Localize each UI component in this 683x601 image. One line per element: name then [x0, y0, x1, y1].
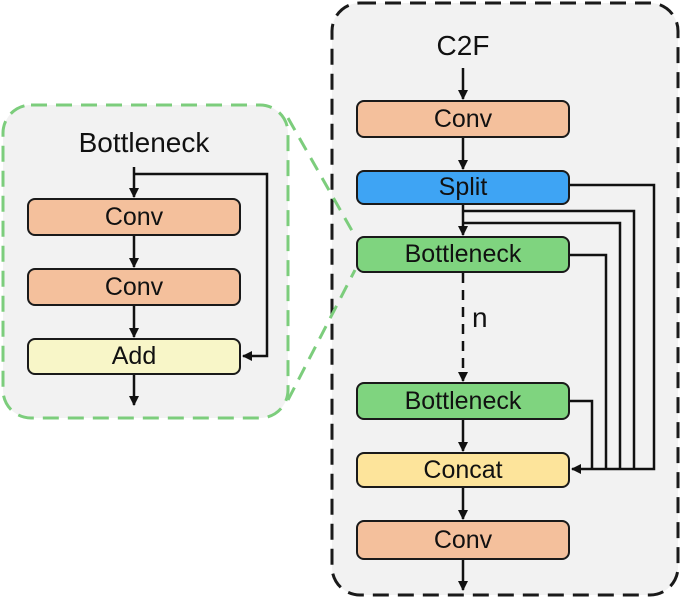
c2f-bottleneck-block-n: Bottleneck: [356, 382, 570, 420]
c2f-bottleneck-block-1: Bottleneck: [356, 236, 570, 273]
c2f-concat-block: Concat: [356, 452, 570, 488]
bottleneck2-to-concat-path: [570, 399, 594, 469]
bn-conv-block-1: Conv: [27, 198, 241, 236]
bn-add-block: Add: [27, 338, 241, 375]
bottleneck1-to-concat-path: [570, 253, 608, 469]
split-branch-path: [463, 209, 636, 469]
zoom-line-bottom: [286, 269, 357, 401]
c2f-conv-block-2: Conv: [356, 520, 570, 560]
c2f-conv-block-1: Conv: [356, 100, 570, 138]
bottleneck-panel-title: Bottleneck: [78, 127, 210, 158]
bn-conv-block-2: Conv: [27, 268, 241, 306]
bn-residual-path: [134, 172, 269, 361]
c2f-split-block: Split: [356, 170, 570, 205]
repeat-count-label: n: [472, 302, 488, 333]
split-to-concat-path: [570, 183, 656, 474]
c2f-title: C2F: [436, 30, 490, 61]
split-branch-path-2: [463, 221, 622, 469]
c2f-panel: [330, 1, 680, 597]
